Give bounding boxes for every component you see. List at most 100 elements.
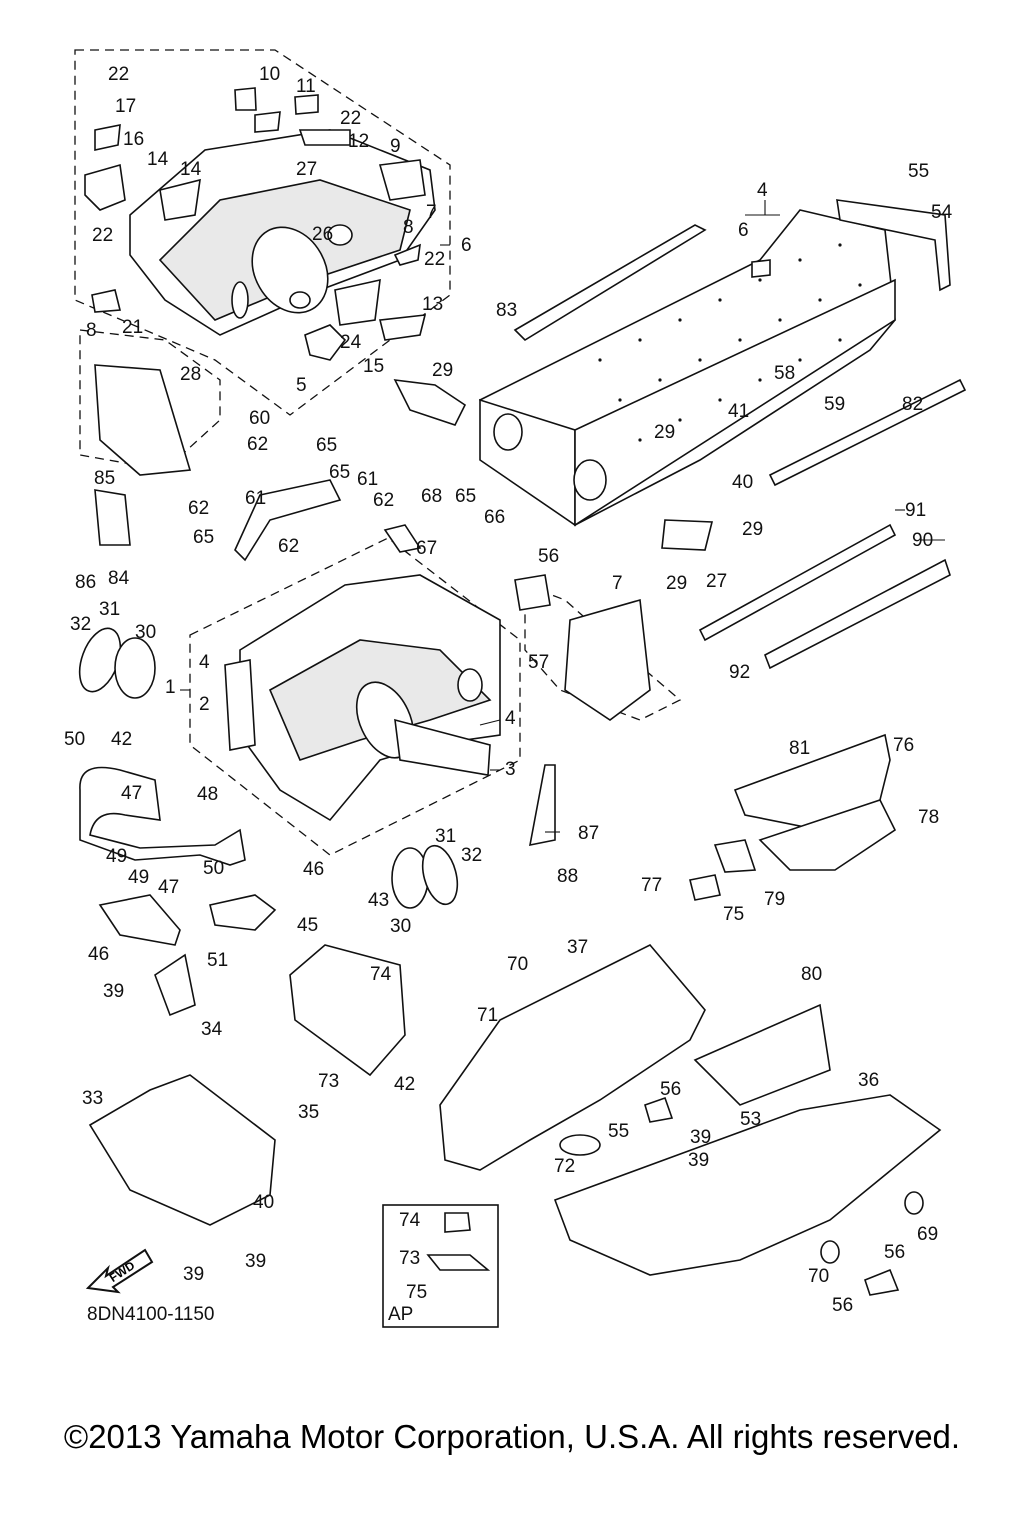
callout-32: 32 (70, 614, 91, 635)
callout-4: 4 (199, 652, 210, 673)
callout-71: 71 (477, 1005, 498, 1026)
callout-31: 31 (99, 599, 120, 620)
panel-36 (553, 1094, 942, 1276)
callout-39: 39 (690, 1127, 711, 1148)
callout-39: 39 (103, 981, 124, 1002)
callout-85: 82 (902, 394, 923, 415)
callout-62: 62 (278, 536, 299, 557)
callout-20: 17 (115, 96, 136, 117)
callout-21: 21 (122, 317, 143, 338)
callout-86: 83 (496, 300, 517, 321)
bracket-34 (154, 953, 196, 1017)
callout-65: 65 (316, 435, 337, 456)
callout-59: 58 (774, 363, 795, 384)
callout-19: 16 (123, 129, 144, 150)
callout-62: 61 (357, 469, 378, 490)
callout-42: 42 (394, 1074, 415, 1095)
upper-frame-assembly (84, 87, 436, 361)
callout-5: 4 (757, 180, 768, 201)
callout-32: 32 (461, 845, 482, 866)
callout-75: 75 (406, 1282, 427, 1303)
callout-17: 14 (180, 159, 202, 180)
callout-55: 56 (832, 1295, 853, 1316)
callout-28: 29 (432, 360, 453, 381)
callout-83: 80 (801, 964, 822, 985)
callout-87: 84 (108, 568, 130, 589)
callout-47: 47 (158, 877, 179, 898)
callout-49: 48 (197, 784, 218, 805)
callout-38: 39 (688, 1150, 709, 1171)
callout-23: 24 (340, 332, 362, 353)
panel-81 (758, 799, 897, 871)
callout-53: 54 (931, 202, 953, 223)
callout-31: 31 (435, 826, 456, 847)
callout-35: 35 (298, 1102, 319, 1123)
callout-14: 10 (259, 64, 280, 85)
exploded-parts-diagram: FWD 22 17 16 14 14 10 11 22 12 9 27 7 26… (64, 49, 967, 1328)
callout-77: 74 (370, 964, 392, 985)
callout-64: 62 (373, 490, 394, 511)
callout-76: 73 (318, 1071, 339, 1092)
callout-78: 75 (723, 904, 744, 925)
copyright-notice: ©2013 Yamaha Motor Corporation, U.S.A. A… (63, 1418, 961, 1455)
callout-1: 1 (165, 677, 176, 698)
bumper-43 (79, 766, 246, 866)
callout-39: 39 (245, 1251, 266, 1272)
callout-6: 6 (738, 220, 749, 241)
callout-36: 36 (858, 1070, 879, 1091)
callout-26: 28 (180, 364, 201, 385)
callout-12: 9 (390, 136, 401, 157)
callout-50: 50 (203, 858, 224, 879)
callout-84: 81 (789, 738, 810, 759)
callout-56: 56 (884, 1242, 905, 1263)
main-frame-assembly (224, 479, 501, 822)
callout-40: 40 (732, 472, 753, 493)
ap-detail-box (382, 1204, 499, 1328)
callout-54: 55 (908, 161, 929, 182)
callout-22: 22 (424, 249, 445, 270)
callout-30: 30 (135, 622, 156, 643)
callout-7: 7 (612, 573, 623, 594)
callout-62: 60 (249, 408, 270, 429)
group-outline-bracket-7 (524, 584, 682, 721)
callout-13: 5 (296, 375, 307, 396)
bracket-7 (564, 598, 651, 721)
callout-29: 29 (654, 422, 675, 443)
callout-16: 13 (422, 294, 443, 315)
cowl-37 (439, 944, 706, 1171)
callout-30: 30 (390, 916, 411, 937)
callout-58: 57 (528, 652, 549, 673)
callout-69: 68 (421, 486, 442, 507)
callout-68: 67 (416, 538, 437, 559)
callout-82: 79 (764, 889, 785, 910)
fwd-arrow-icon: FWD (85, 1248, 154, 1294)
panel-33 (88, 1074, 276, 1226)
bracket-45 (209, 894, 277, 931)
callout-24: 26 (312, 224, 333, 245)
duct-30-left (114, 637, 156, 699)
callout-70: 69 (917, 1224, 938, 1245)
callout-37: 37 (567, 937, 588, 958)
callout-51: 51 (207, 950, 228, 971)
callout-9: 6 (461, 235, 472, 256)
plate-87 (94, 489, 131, 546)
callout-62: 62 (188, 498, 209, 519)
callout-8: 8 (86, 320, 97, 341)
diagram-code: 8DN4100-1150 (87, 1304, 214, 1325)
callout-66: 65 (455, 486, 476, 507)
callout-88: 85 (94, 468, 115, 489)
callout-27: 27 (706, 571, 727, 592)
callout-79: 76 (893, 735, 914, 756)
callout-43: 42 (111, 729, 132, 750)
callout-50: 49 (106, 846, 127, 867)
plate-28 (393, 379, 467, 426)
callout-72: 72 (554, 1156, 575, 1177)
callout-48: 47 (121, 783, 142, 804)
strip-86 (513, 224, 707, 342)
callout-18: 15 (363, 356, 384, 377)
bracket-73 (426, 1254, 491, 1271)
callout-70: 70 (808, 1266, 829, 1287)
callout-49: 49 (128, 867, 149, 888)
ap-label: AP (388, 1304, 413, 1325)
callout-61: 61 (245, 488, 266, 509)
